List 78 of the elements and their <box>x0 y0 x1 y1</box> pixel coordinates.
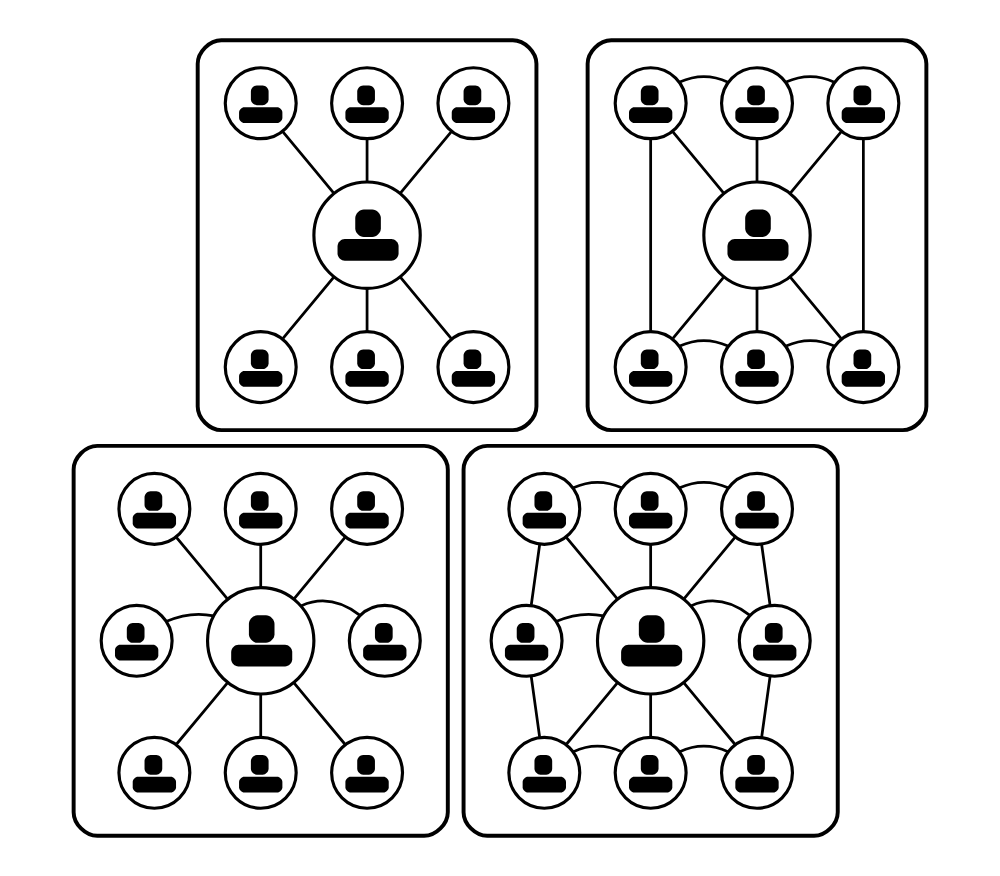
node-person <box>436 330 511 405</box>
node-person <box>719 471 795 546</box>
connector <box>281 130 335 194</box>
node-person <box>330 735 405 810</box>
node-person <box>719 66 795 141</box>
connector <box>760 544 772 606</box>
node-person <box>826 66 901 141</box>
connector <box>365 138 369 182</box>
connector <box>679 744 729 753</box>
connector <box>292 536 347 600</box>
connector <box>565 536 619 600</box>
connector <box>755 288 759 332</box>
connector <box>556 612 604 623</box>
node-person <box>117 471 192 546</box>
node-person <box>330 471 405 546</box>
node-person <box>613 735 688 810</box>
connector <box>760 676 772 738</box>
connector <box>565 681 619 745</box>
node-person <box>595 586 706 696</box>
node-person <box>223 735 298 810</box>
connector <box>861 139 865 332</box>
connector <box>166 612 214 623</box>
node-person <box>719 330 795 405</box>
node-person <box>330 330 405 405</box>
node-person <box>436 66 511 141</box>
node-person <box>205 586 316 696</box>
node-person <box>737 603 812 678</box>
node-person <box>613 66 688 141</box>
connector <box>671 130 725 194</box>
connector <box>292 681 346 745</box>
cluster <box>461 443 840 838</box>
connector <box>679 339 729 348</box>
connector <box>789 276 843 340</box>
connector <box>572 481 623 490</box>
node-person <box>719 735 795 810</box>
connector <box>300 599 361 617</box>
connector <box>399 276 453 340</box>
connector <box>785 75 835 84</box>
connector <box>682 536 737 600</box>
node-person <box>347 603 422 678</box>
connector <box>529 544 542 606</box>
connector <box>785 339 835 348</box>
cluster <box>585 38 929 433</box>
connector <box>259 694 263 738</box>
node-person <box>223 66 298 141</box>
connector <box>259 544 263 588</box>
connector <box>572 744 623 753</box>
node-person <box>99 603 174 678</box>
connector <box>281 276 336 340</box>
node-person <box>117 735 192 810</box>
connector <box>789 130 843 194</box>
connector <box>649 694 653 738</box>
connector <box>399 130 453 194</box>
connector <box>690 599 751 617</box>
connector <box>529 676 541 738</box>
connector <box>679 481 729 490</box>
connector <box>682 681 736 745</box>
node-person <box>613 330 688 405</box>
node-person <box>613 471 688 546</box>
node-person <box>330 66 405 141</box>
connector <box>175 681 229 745</box>
cluster <box>71 443 450 838</box>
node-person <box>489 603 564 678</box>
node-person <box>507 735 582 810</box>
cluster <box>195 38 539 433</box>
connector <box>679 75 729 84</box>
connector <box>649 544 653 588</box>
connector <box>365 288 369 332</box>
connector <box>175 536 229 600</box>
connector <box>671 276 725 340</box>
node-person <box>312 180 422 290</box>
node-person <box>826 330 901 405</box>
connector <box>755 138 759 182</box>
connector <box>649 139 653 332</box>
node-person <box>702 180 812 290</box>
node-person <box>223 330 298 405</box>
node-person <box>223 471 298 546</box>
node-person <box>507 471 582 546</box>
